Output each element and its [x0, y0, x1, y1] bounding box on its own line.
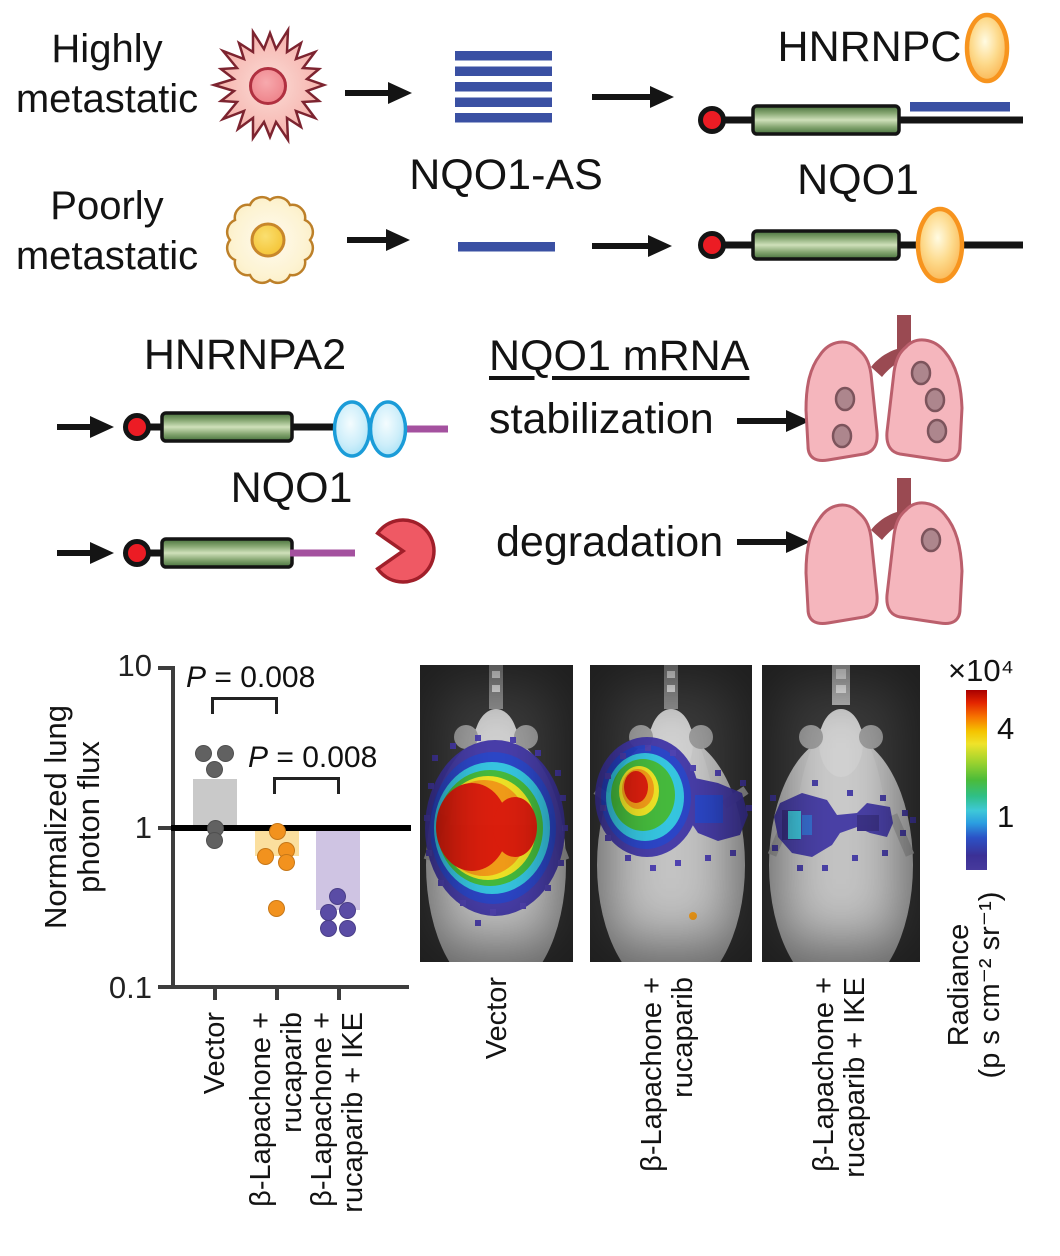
degradation-label: degradation [496, 518, 724, 566]
mouse-image-blap-rucaparib-ike [762, 665, 920, 962]
sig-bracket [337, 777, 340, 794]
nqo1-mrna-with-hnrnpc [698, 206, 1023, 284]
y-tick-0p1: 0.1 [108, 970, 152, 1005]
hnrnpc-protein-icon [964, 12, 1010, 84]
data-point [338, 901, 356, 919]
hnrnpc-label: HNRNPC [777, 23, 962, 71]
x-tick-mark [275, 988, 279, 1000]
data-point [319, 904, 337, 922]
p-value-annotation: P = 0.008 [248, 741, 377, 775]
rnase-pacman-icon [375, 518, 436, 584]
highly-metastatic-cell-icon [209, 25, 328, 145]
arrow-icon [57, 82, 810, 564]
y-tick-1: 1 [134, 810, 152, 845]
x-tick-mark [337, 988, 341, 1000]
sig-bracket [275, 697, 278, 714]
radiance-label: Radiance (p s cm⁻² sr⁻¹) [943, 891, 1006, 1079]
mouse-image-vector [420, 665, 573, 962]
data-point [205, 760, 223, 778]
colorbar-multiplier: ×10⁴ [948, 653, 1014, 688]
stray-signal-dot [689, 912, 697, 920]
lungs-many-metastases-icon [804, 315, 964, 462]
data-point [205, 831, 223, 849]
y-tick-mark [158, 666, 171, 670]
photo-vignette [762, 665, 920, 962]
stabilization-label: stabilization [489, 395, 714, 443]
antisense-pairing-icon [910, 102, 1010, 112]
p-italic: P [186, 661, 207, 694]
p-value-annotation: P = 0.008 [186, 661, 315, 695]
data-point [256, 847, 274, 865]
mouse-label-vector: Vector [481, 977, 513, 1060]
metastasis-spot-icon [920, 527, 942, 553]
bioluminescence-heatmap [424, 735, 568, 926]
y-tick-mark [158, 985, 171, 989]
x-label-blap-rucaparib-ike: β-Lapachone + rucaparib + IKE [306, 1012, 369, 1213]
mechanism-diagram [57, 12, 1023, 625]
hnrnpa2-label: HNRNPA2 [143, 331, 347, 379]
p-italic: P [248, 741, 269, 774]
x-label-blap-rucaparib: β-Lapachone + rucaparib [245, 1012, 308, 1207]
sig-bracket [211, 697, 278, 700]
data-point [216, 744, 234, 762]
nqo1-as-high-expression-icon [455, 51, 552, 123]
metastasis-spot-icon [831, 360, 948, 449]
data-point [267, 899, 285, 917]
sig-bracket [273, 777, 276, 794]
photo-vignette [420, 665, 573, 962]
data-point [268, 823, 286, 841]
x-axis-line [171, 985, 409, 989]
data-point [277, 854, 295, 872]
utr-tail-icon [404, 425, 448, 433]
x-tick-mark [213, 988, 217, 1000]
mouse-label-blap-rucaparib: β-Lapachone + rucaparib [636, 977, 699, 1172]
radiance-colorbar [966, 690, 987, 870]
y-tick-mark [158, 826, 171, 830]
poorly-metastatic-label: Poorly metastatic [15, 184, 199, 278]
nqo1-as-label: NQO1-AS [409, 151, 603, 199]
colorbar-tick-1: 1 [997, 799, 1015, 834]
highly-metastatic-label: Highly metastatic [15, 27, 199, 121]
data-point [319, 919, 337, 937]
bioluminescence-heatmap [595, 737, 752, 920]
nqo1-mrna-with-hnrnpa2 [123, 400, 448, 458]
lungs-few-metastases-icon [804, 478, 964, 625]
data-point [328, 887, 346, 905]
utr-tail-icon [290, 549, 355, 557]
hnrnpa2-subunit-icon [368, 400, 408, 458]
nqo1-mrna-title: NQO1 mRNA [489, 332, 750, 380]
sig-bracket [211, 697, 214, 714]
nqo1-as-low-expression-icon [458, 242, 555, 252]
hnrnpc-bound-icon [915, 206, 965, 284]
data-point [338, 919, 356, 937]
p-rest: = 0.008 [268, 741, 378, 774]
bioluminescence-heatmap [770, 780, 916, 871]
colorbar-tick-4: 4 [997, 711, 1015, 746]
nqo1-label-top: NQO1 [797, 156, 919, 204]
mouse-image-blap-rucaparib [590, 665, 752, 962]
reference-line-y1 [171, 825, 411, 831]
poorly-metastatic-cell-icon [225, 195, 315, 285]
data-point [194, 744, 212, 762]
cyan-hotspot [788, 811, 801, 839]
y-tick-10: 10 [117, 648, 152, 683]
photo-vignette [590, 665, 752, 962]
nqo1-mrna-with-antisense [698, 102, 1023, 136]
p-rest: = 0.008 [206, 661, 316, 694]
nqo1-label-mid: NQO1 [230, 464, 353, 512]
mouse-label-blap-rucaparib-ike: β-Lapachone + rucaparib + IKE [808, 977, 871, 1178]
sig-bracket [273, 777, 340, 780]
nqo1-mrna-degrading [123, 518, 436, 584]
x-label-vector: Vector [199, 1012, 231, 1095]
